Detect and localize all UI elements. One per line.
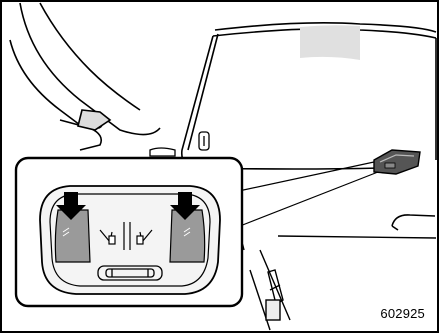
inset-panel — [16, 158, 242, 306]
figure-id-label: 602925 — [380, 306, 425, 321]
roof-shading — [300, 25, 360, 60]
right-map-light — [170, 210, 205, 262]
